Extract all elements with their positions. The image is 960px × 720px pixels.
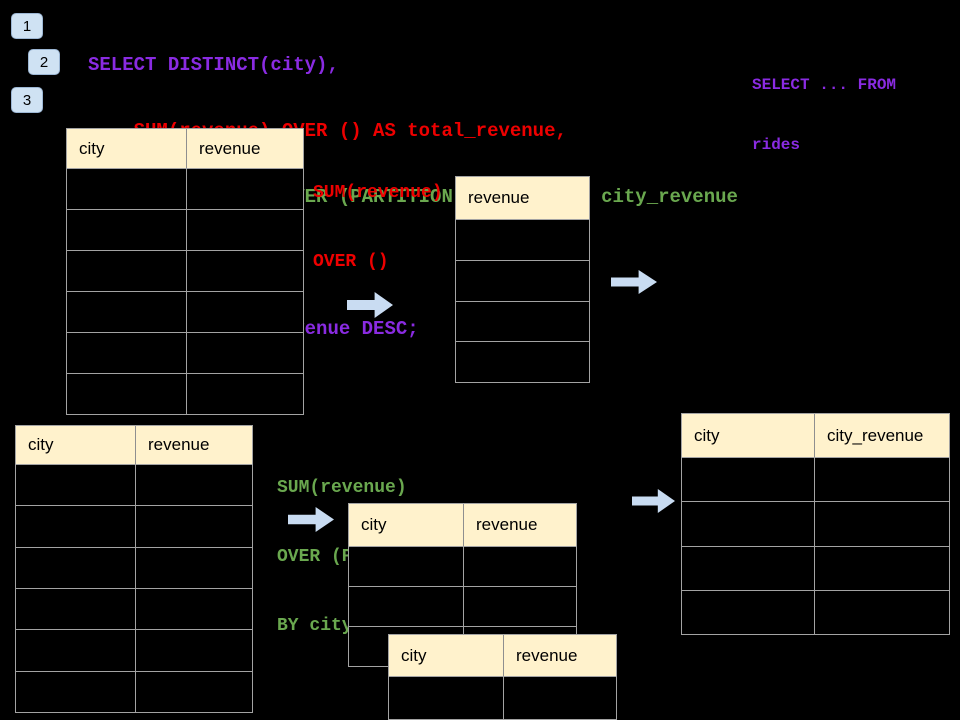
header-cell-city-revenue: city_revenue [827,425,924,445]
table-row [67,373,303,414]
table-revenue-only-header: revenue [456,177,589,219]
header-cell-city: city [67,129,187,168]
table-partition-overlay: city revenue [388,634,617,720]
table-source-top-header: city revenue [67,129,303,168]
table-row [16,629,252,671]
side-note-line2: rides [752,136,801,154]
header-cell-revenue: revenue [468,188,530,207]
table-source-bottom: city revenue [15,425,253,713]
header-cell-city: city [349,504,464,546]
annotation-total-line1: SUM(revenue) [313,183,443,203]
table-row [67,332,303,373]
sql-line-select: SELECT DISTINCT(city), [88,54,339,76]
table-row [349,586,576,626]
table-row [349,546,576,586]
table-row [67,291,303,332]
table-row [67,209,303,250]
table-row [16,546,252,588]
annotation-total-line2: OVER () [313,252,389,272]
header-cell-city: city [682,414,815,457]
side-note: SELECT ... FROM rides [752,35,896,195]
table-row [16,464,252,506]
table-row [682,501,949,546]
table-row [682,589,949,634]
table-row [389,676,616,719]
step-badge-2: 2 [28,49,60,75]
header-cell-revenue: revenue [516,645,578,665]
table-revenue-only: revenue [455,176,590,383]
table-source-bottom-header: city revenue [16,426,252,464]
table-result: city city_revenue [681,413,950,635]
table-row [456,341,589,382]
header-cell-city: city [389,635,504,676]
table-row [682,545,949,590]
arrow-right-icon-4 [632,489,675,513]
annotation-total-revenue: SUM(revenue) OVER () [313,136,443,320]
step-badge-1: 1 [11,13,43,39]
table-partition-mid-header: city revenue [349,504,576,546]
header-cell-revenue: revenue [199,138,261,158]
table-result-header: city city_revenue [682,414,949,457]
table-partition-overlay-header: city revenue [389,635,616,676]
table-row [67,168,303,209]
table-row [67,250,303,291]
step-badge-3: 3 [11,87,43,113]
header-cell-city: city [16,426,136,464]
side-note-line1: SELECT ... FROM [752,76,897,94]
annotation-partition-line1: SUM(revenue) [277,478,407,498]
table-row [16,505,252,547]
table-row [16,670,252,712]
header-cell-revenue: revenue [148,435,210,454]
table-row [682,457,949,502]
header-cell-revenue: revenue [476,515,538,534]
table-row [456,219,589,260]
table-row [16,587,252,630]
table-row [456,300,589,342]
table-row [456,259,589,301]
table-source-top: city revenue [66,128,304,415]
